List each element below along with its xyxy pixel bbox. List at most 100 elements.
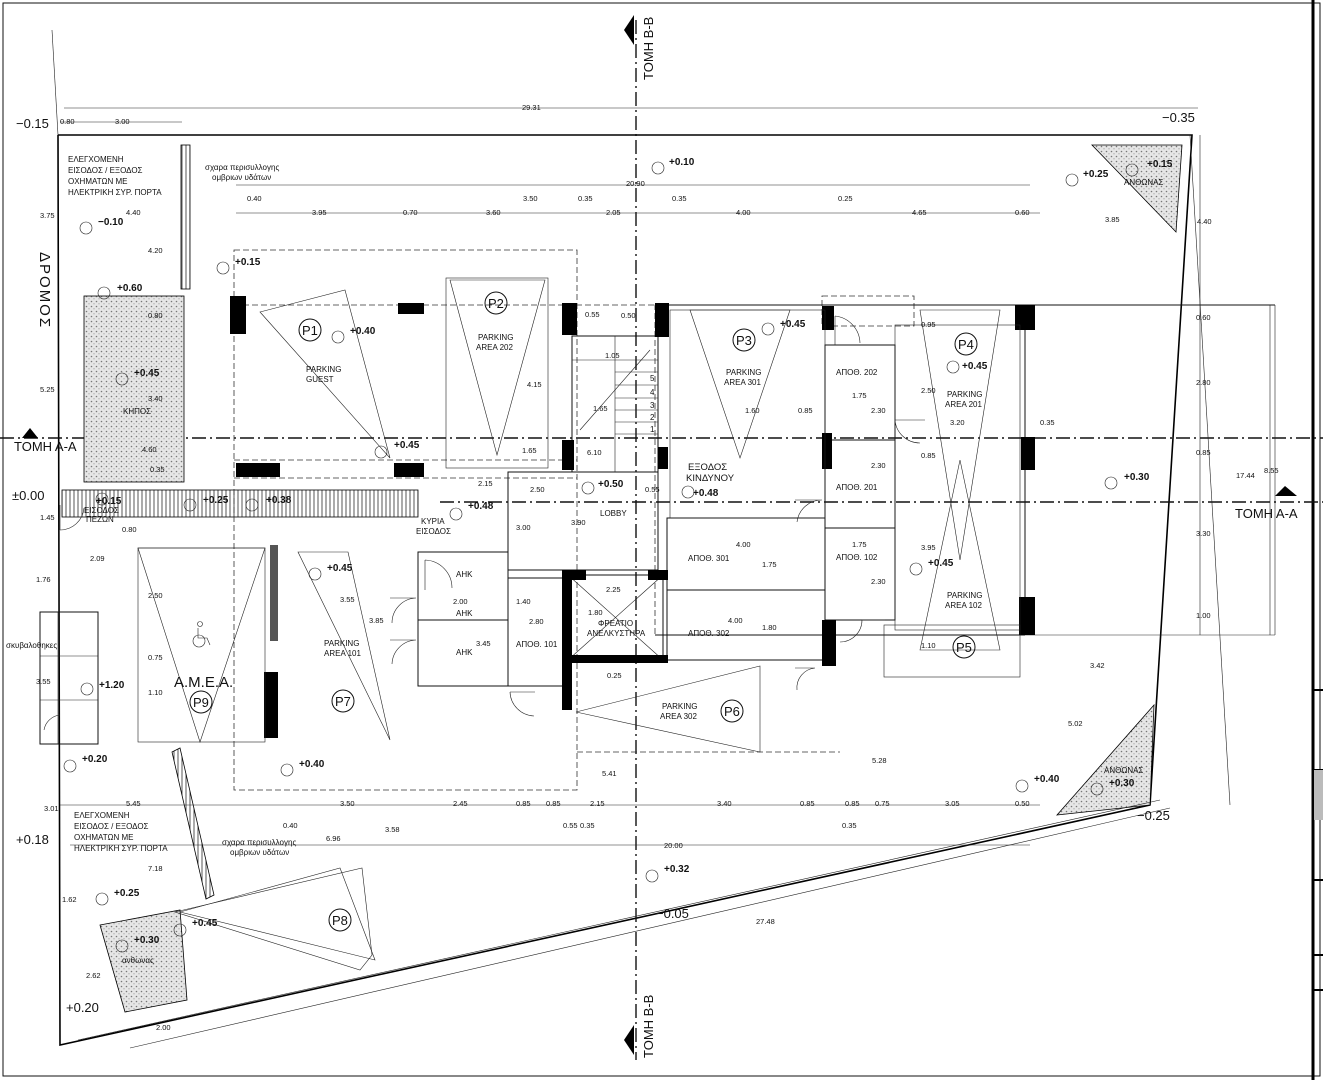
section-label-bb-bottom: ΤΟΜΗ Β-Β: [641, 995, 656, 1058]
svg-text:1.75: 1.75: [852, 391, 867, 400]
storage-302: [666, 589, 826, 661]
flower-label-ne: ΑΝΘΩΝΑΣ: [1124, 178, 1163, 187]
accessible-parking-label: Α.Μ.Ε.Α.: [174, 674, 233, 691]
parking-bay-p5: [919, 459, 1001, 651]
svg-text:0.85: 0.85: [798, 406, 813, 415]
parking-bay-p6: [575, 665, 761, 753]
gate-note-top: ΕΛΕΓΧΟΜΕΝΗ ΕΙΣΟΔΟΣ / ΕΞΟΔΟΣ ΟΧΗΜΑΤΩΝ ΜΕ …: [68, 155, 162, 197]
column: [1021, 437, 1035, 470]
level-nw-corner: −0.15: [16, 116, 49, 131]
parking-tag-p8: P8: [328, 908, 352, 932]
door: [894, 419, 925, 444]
svg-text:6.10: 6.10: [587, 448, 602, 457]
bins-label: σκυβαλοθηκες: [6, 641, 57, 650]
svg-text:0.40: 0.40: [247, 194, 262, 203]
level-sw-gate: +0.20: [82, 754, 108, 765]
level-se-corner: +0.40: [1034, 774, 1060, 785]
level-east: +0.30: [1124, 472, 1150, 483]
bin-enclosure: [39, 611, 99, 745]
flower-bed-sw: [99, 909, 188, 1013]
door-ahk: [424, 559, 453, 590]
section-arrow-icon: [22, 428, 38, 438]
column: [230, 296, 246, 334]
barrier-wall: [270, 545, 278, 641]
section-arrow-icon: [624, 15, 634, 45]
column: [658, 447, 668, 469]
garden-label: ΚΗΠΟΣ: [123, 407, 151, 416]
svg-text:5.28: 5.28: [872, 756, 887, 765]
svg-text:2.15: 2.15: [478, 479, 493, 488]
pedestrian-entry-label: ΕΙΣΟΔΟΣ ΠΕΖΩΝ: [84, 506, 121, 524]
column: [822, 433, 832, 469]
level-sw-gate2: +0.25: [114, 888, 140, 899]
svg-text:0.85: 0.85: [546, 799, 561, 808]
svg-text:P2: P2: [488, 296, 504, 311]
svg-text:0.35: 0.35: [580, 821, 595, 830]
svg-text:0.60: 0.60: [1196, 313, 1211, 322]
svg-text:2.80: 2.80: [529, 617, 544, 626]
level-flower-sw: +0.30: [134, 935, 160, 946]
svg-text:3.40: 3.40: [148, 394, 163, 403]
svg-text:4.40: 4.40: [126, 208, 141, 217]
svg-text:2.00: 2.00: [453, 597, 468, 606]
svg-text:3.30: 3.30: [1196, 529, 1211, 538]
column: [264, 672, 278, 738]
ahk-label-1: ΑΗΚ: [456, 570, 473, 579]
storage-label-101: ΑΠΟΘ. 101: [516, 640, 558, 649]
svg-text:1.00: 1.00: [1196, 611, 1211, 620]
svg-text:3.55: 3.55: [340, 595, 355, 604]
svg-text:0.50: 0.50: [1015, 799, 1030, 808]
svg-text:0.50: 0.50: [621, 311, 636, 320]
svg-text:4.15: 4.15: [527, 380, 542, 389]
level-south-mid: −0.05: [656, 906, 689, 921]
svg-text:P4: P4: [958, 337, 974, 352]
level-west-lower: +0.18: [16, 832, 49, 847]
door-ahk: [390, 639, 417, 665]
svg-text:0.35: 0.35: [1040, 418, 1055, 427]
svg-text:0.35: 0.35: [842, 821, 857, 830]
svg-text:2.09: 2.09: [90, 554, 105, 563]
section-label-aa-east: ΤΟΜΗ Α-Α: [1235, 506, 1298, 521]
level-north-right: +0.25: [1083, 169, 1109, 180]
svg-text:1.65: 1.65: [593, 404, 608, 413]
flower-bed-ne: [1091, 144, 1183, 233]
svg-text:0.95: 0.95: [921, 320, 936, 329]
svg-text:0.55: 0.55: [645, 485, 660, 494]
svg-text:3.95: 3.95: [312, 208, 327, 217]
svg-text:0.60: 0.60: [1015, 208, 1030, 217]
column: [398, 303, 424, 314]
stair-step-5: 5: [650, 374, 655, 383]
rain-drain-bottom: [171, 747, 215, 900]
lobby-label: LOBBY: [600, 509, 627, 518]
column: [822, 306, 834, 330]
parking-bay-p1: [259, 289, 391, 459]
svg-text:P7: P7: [335, 694, 351, 709]
door-storage-101: [509, 691, 535, 717]
section-arrow-icon: [1275, 486, 1297, 496]
door-pedestrian: [59, 505, 85, 531]
svg-text:0.40: 0.40: [283, 821, 298, 830]
svg-text:3.42: 3.42: [1090, 661, 1105, 670]
svg-text:20.90: 20.90: [626, 179, 645, 188]
svg-text:0.25: 0.25: [607, 671, 622, 680]
svg-text:2.05: 2.05: [606, 208, 621, 217]
svg-text:0.35: 0.35: [672, 194, 687, 203]
level-markers: [63, 161, 1139, 953]
door: [795, 667, 816, 691]
svg-text:3.75: 3.75: [40, 211, 55, 220]
svg-text:3.90: 3.90: [571, 518, 586, 527]
svg-text:3.00: 3.00: [115, 117, 130, 126]
svg-text:0.55: 0.55: [563, 821, 578, 830]
svg-text:P1: P1: [302, 323, 318, 338]
level-exit: +0.48: [693, 488, 719, 499]
wall-elevator: [562, 570, 572, 710]
level-bin: +1.20: [99, 680, 125, 691]
section-label-bb-top: ΤΟΜΗ Β-Β: [641, 17, 656, 80]
